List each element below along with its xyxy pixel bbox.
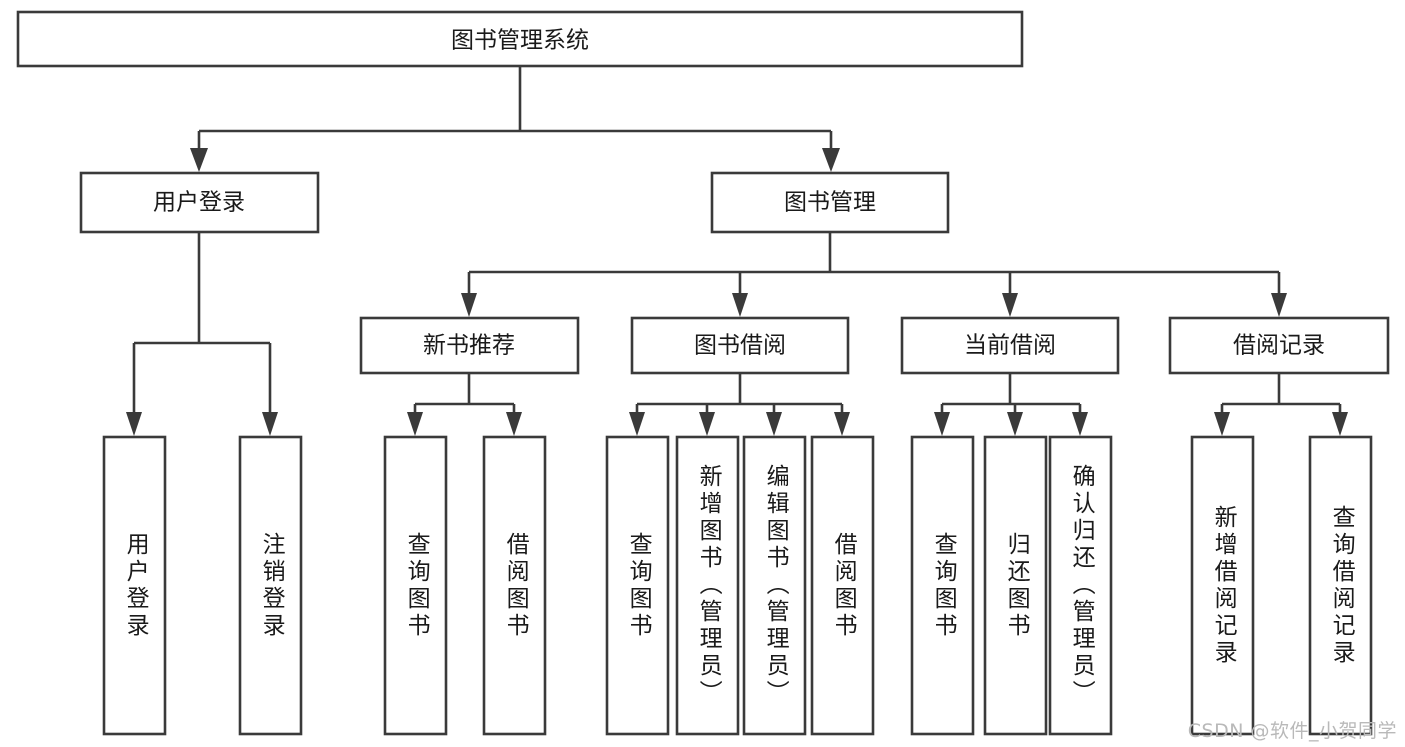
- node-user-login-box: [79, 171, 320, 234]
- arrow-head-borrow-record: [1271, 293, 1287, 317]
- arrow-head-leaf-query-record: [1332, 412, 1348, 436]
- arrow-head-leaf-add-book: [699, 412, 715, 436]
- node-leaf-user-login-box[interactable]: [102, 435, 167, 736]
- node-book-management-box: [710, 171, 950, 234]
- node-leaf-query-book-3-box[interactable]: [910, 435, 975, 736]
- connector-borrowrecord-to-leaves: [1214, 373, 1348, 436]
- node-current-borrow[interactable]: 当前借阅: [900, 316, 1120, 375]
- arrow-head-leaf-return-book: [1007, 412, 1023, 436]
- node-book-management-label: 图书管理: [784, 190, 876, 216]
- node-book-borrow-box: [630, 316, 850, 375]
- node-borrow-record[interactable]: 借阅记录: [1168, 316, 1390, 375]
- arrow-head-leaf-borrow-book-1: [506, 412, 522, 436]
- arrow-head-user-login: [190, 148, 208, 172]
- arrow-head-leaf-confirm-return: [1072, 412, 1088, 436]
- connector-bookborrow-to-leaves: [629, 373, 850, 436]
- node-new-book-recommend-box: [359, 316, 580, 375]
- node-current-borrow-label: 当前借阅: [964, 333, 1056, 359]
- node-leaf-query-record-box[interactable]: [1308, 435, 1373, 736]
- node-root-system-box: [16, 10, 1024, 68]
- arrow-head-leaf-query-book-1: [407, 412, 423, 436]
- node-current-borrow-box: [900, 316, 1120, 375]
- arrow-head-leaf-borrow-book-2: [834, 412, 850, 436]
- arrow-head-book-borrow: [732, 293, 748, 317]
- arrow-head-leaf-edit-book: [766, 412, 782, 436]
- node-borrow-record-box: [1168, 316, 1390, 375]
- arrow-head-book-management: [822, 148, 840, 172]
- node-leaf-logout-box[interactable]: [238, 435, 303, 736]
- arrow-head-current-borrow: [1002, 293, 1018, 317]
- node-book-borrow-label: 图书借阅: [694, 333, 786, 359]
- node-leaf-return-book-box[interactable]: [983, 435, 1048, 736]
- node-borrow-record-label: 借阅记录: [1233, 333, 1325, 359]
- arrow-head-leaf-user-login: [126, 412, 142, 436]
- node-leaf-add-record-box[interactable]: [1190, 435, 1255, 736]
- arrow-head-leaf-logout: [262, 412, 278, 436]
- node-book-management[interactable]: 图书管理: [710, 171, 950, 234]
- arrow-head-new-book-recommend: [461, 293, 477, 317]
- node-user-login-label: 用户登录: [153, 190, 245, 216]
- connector-root-to-level2: [190, 66, 840, 172]
- node-leaf-add-book-box[interactable]: [675, 435, 740, 736]
- arrow-head-leaf-add-record: [1214, 412, 1230, 436]
- node-user-login[interactable]: 用户登录: [79, 171, 320, 234]
- connector-newbook-to-leaves: [407, 373, 522, 436]
- csdn-watermark: CSDN @软件_小贺同学: [1187, 720, 1397, 742]
- node-leaf-query-book-2-box[interactable]: [605, 435, 670, 736]
- node-new-book-recommend-label: 新书推荐: [423, 333, 515, 359]
- connector-userlogin-to-leaves: [126, 232, 278, 436]
- arrow-head-leaf-query-book-3: [934, 412, 950, 436]
- arrow-head-leaf-query-book-2: [629, 412, 645, 436]
- connector-currentborrow-to-leaves: [934, 373, 1088, 436]
- node-root-system[interactable]: 图书管理系统: [16, 10, 1024, 68]
- node-leaf-query-book-1-box[interactable]: [383, 435, 448, 736]
- node-leaf-borrow-book-2-box[interactable]: [810, 435, 875, 736]
- node-root-system-label: 图书管理系统: [451, 28, 589, 54]
- node-leaf-confirm-return-box[interactable]: [1048, 435, 1113, 736]
- node-new-book-recommend[interactable]: 新书推荐: [359, 316, 580, 375]
- node-leaf-edit-book-box[interactable]: [742, 435, 807, 736]
- node-leaf-borrow-book-1-box[interactable]: [482, 435, 547, 736]
- node-book-borrow[interactable]: 图书借阅: [630, 316, 850, 375]
- connector-bookmgmt-to-level3: [461, 232, 1287, 317]
